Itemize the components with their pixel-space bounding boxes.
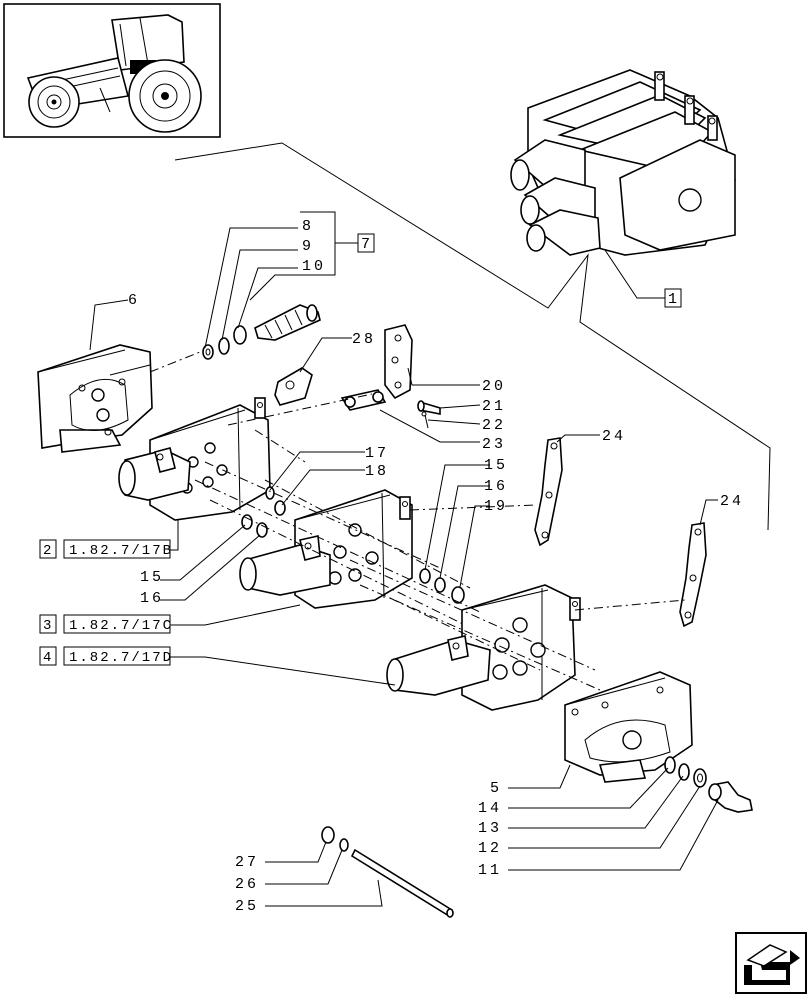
- lever-part-24-lower: [679, 522, 707, 628]
- part-labels: 1 6 7 8 9 10 28 20 21 22 23 17 18 15 16 …: [128, 218, 744, 915]
- plug-part-11: [708, 781, 753, 813]
- label-18: 18: [365, 463, 389, 480]
- reference-link-4[interactable]: 4 1.82.7/17D: [39, 646, 173, 666]
- washer-part-26: [339, 838, 349, 852]
- tie-rod-part-25: [350, 848, 454, 918]
- label-9: 9: [302, 238, 314, 255]
- label-5: 5: [490, 780, 502, 797]
- label-box-1: [664, 288, 682, 308]
- label-27: 27: [235, 854, 259, 871]
- end-cover-part-5[interactable]: [564, 671, 693, 783]
- label-23: 23: [482, 436, 506, 453]
- label-1: 1: [668, 291, 680, 308]
- label-11: 11: [478, 862, 502, 879]
- reference-2-code: 1.82.7/17B: [69, 543, 173, 559]
- link-part-23: [340, 389, 387, 411]
- label-box-7: [357, 233, 375, 253]
- label-14: 14: [478, 800, 502, 817]
- o-ring-part-10: [233, 325, 247, 345]
- reference-3-number: 3: [43, 618, 53, 634]
- label-15-right: 15: [484, 457, 508, 474]
- label-leaders: [89, 211, 719, 907]
- alignment-lines: [149, 351, 686, 691]
- label-20: 20: [482, 378, 506, 395]
- reference-4-code: 1.82.7/17D: [69, 650, 173, 666]
- label-12: 12: [478, 840, 502, 857]
- label-6: 6: [128, 292, 140, 309]
- tractor-thumbnail-icon[interactable]: [3, 3, 221, 138]
- label-24-upper: 24: [602, 428, 626, 445]
- split-pin-part-22: [421, 411, 429, 429]
- label-16-right: 16: [484, 478, 508, 495]
- bracket-part-28: [274, 367, 313, 406]
- reference-3-code: 1.82.7/17C: [69, 618, 173, 634]
- reference-4-number: 4: [43, 650, 53, 666]
- next-page-arrow-icon[interactable]: [735, 932, 807, 994]
- label-22: 22: [482, 417, 506, 434]
- linkage-bracket-part-20: [384, 324, 413, 400]
- label-15-left: 15: [140, 569, 164, 586]
- label-7: 7: [361, 236, 373, 253]
- valve-section-3[interactable]: [386, 584, 581, 711]
- label-28: 28: [352, 331, 376, 348]
- reference-link-3[interactable]: 3 1.82.7/17C: [39, 614, 173, 634]
- o-rings-12-14: [664, 756, 707, 788]
- label-26: 26: [235, 876, 259, 893]
- end-cover-part-6[interactable]: [37, 344, 153, 453]
- valve-section-2[interactable]: [239, 489, 413, 609]
- valve-section-1[interactable]: [118, 397, 271, 521]
- label-13: 13: [478, 820, 502, 837]
- label-21: 21: [482, 398, 506, 415]
- reference-link-2[interactable]: 2 1.82.7/17B: [39, 539, 173, 559]
- relief-valve-fitting[interactable]: [254, 304, 321, 341]
- lever-part-24-upper: [534, 437, 563, 547]
- label-10: 10: [302, 258, 326, 275]
- nut-part-27: [321, 826, 335, 844]
- washer-part-8: [202, 344, 214, 360]
- label-19: 19: [484, 498, 508, 515]
- assembled-valve-illustration: [510, 69, 736, 256]
- label-16-left: 16: [140, 590, 164, 607]
- pin-part-21: [417, 400, 441, 415]
- reference-2-number: 2: [43, 543, 53, 559]
- o-ring-part-9: [218, 337, 230, 355]
- label-25: 25: [235, 898, 259, 915]
- label-24-lower: 24: [720, 493, 744, 510]
- assembly-outline-lines: [174, 142, 771, 531]
- label-8: 8: [302, 218, 314, 235]
- label-17: 17: [365, 445, 389, 462]
